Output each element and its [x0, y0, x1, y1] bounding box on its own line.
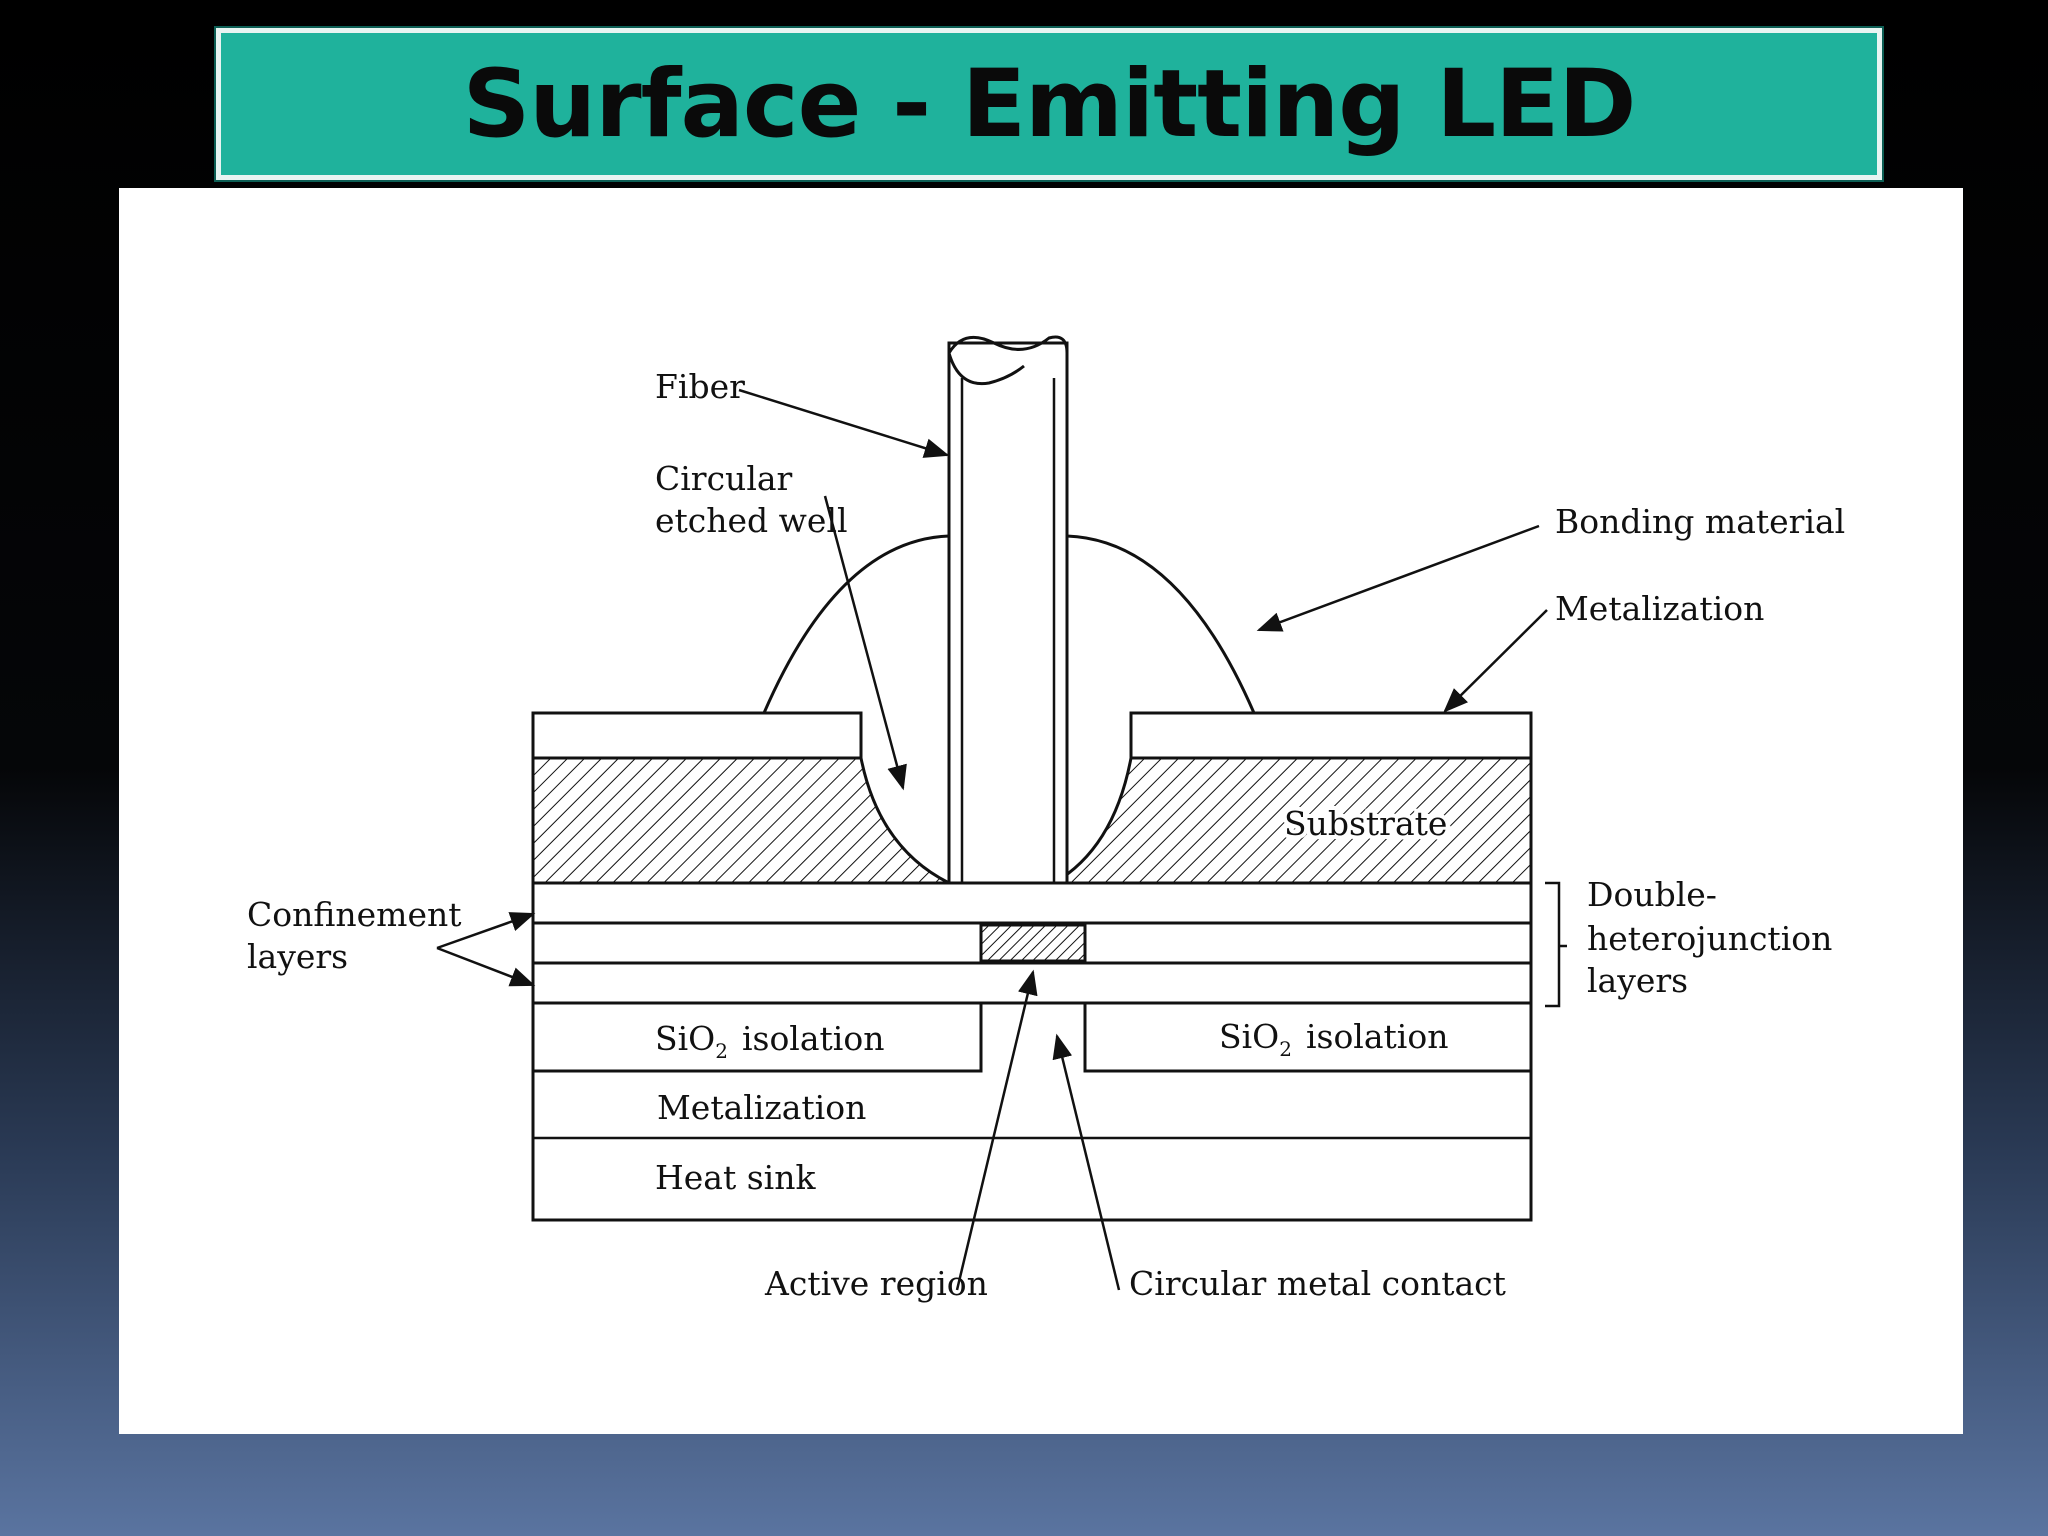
bonding-leader — [1256, 524, 1540, 632]
fiber — [947, 341, 1069, 885]
dh-label-2: heterojunction — [1587, 919, 1832, 958]
confinement-label-1: Confinement — [247, 895, 462, 934]
confinement-layer-top — [531, 881, 1533, 925]
confinement-leader-1 — [436, 912, 536, 950]
substrate-label: Substrate — [1284, 804, 1447, 843]
slide-title: Surface - Emitting LED — [462, 49, 1637, 159]
metalization-top-label: Metalization — [1555, 589, 1764, 628]
etched-well-label-1: Circular — [655, 459, 793, 498]
confinement-label-2: layers — [247, 937, 348, 976]
active-region-label: Active region — [764, 1264, 988, 1303]
metal-contact-label: Circular metal contact — [1129, 1264, 1506, 1303]
metalization-top-left — [531, 711, 863, 760]
dh-label-3: layers — [1587, 961, 1688, 1000]
dh-bracket — [1545, 881, 1567, 1008]
etched-well-label-2: etched well — [655, 501, 848, 540]
substrate-left — [531, 756, 950, 885]
metalization-bottom-label: Metalization — [657, 1088, 866, 1127]
active-region — [979, 923, 1087, 963]
metalization-leader — [1443, 609, 1548, 713]
device-outline-bottom — [531, 1003, 1533, 1222]
dh-label-1: Double- — [1587, 875, 1717, 914]
heat-sink-label: Heat sink — [655, 1158, 816, 1197]
fiber-leader — [738, 388, 950, 458]
diagram-panel: Fiber Circular etched well Bonding mater… — [119, 188, 1963, 1434]
confinement-layer-bottom — [531, 961, 1533, 1005]
active-leader — [955, 969, 1038, 1291]
well-leader — [823, 495, 907, 791]
fiber-label: Fiber — [655, 367, 745, 406]
confinement-leader-2 — [436, 946, 536, 987]
contact-leader — [1052, 1033, 1121, 1291]
metalization-top-right — [1129, 711, 1533, 760]
title-bar: Surface - Emitting LED — [216, 28, 1882, 180]
led-diagram: Fiber Circular etched well Bonding mater… — [247, 335, 1845, 1303]
bonding-label: Bonding material — [1555, 502, 1845, 541]
